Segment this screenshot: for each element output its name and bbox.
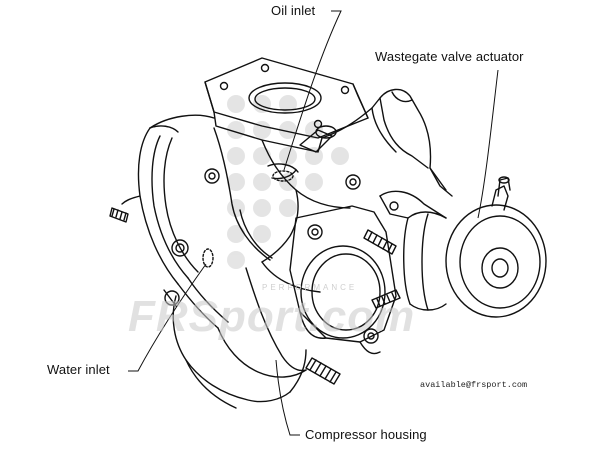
- compressor-backplate: [121, 114, 229, 329]
- water-inlet-label: Water inlet: [47, 362, 110, 377]
- wastegate-actuator-label: Wastegate valve actuator: [375, 49, 524, 64]
- oil-inlet-label: Oil inlet: [271, 3, 316, 18]
- turbine-housing: [299, 88, 453, 197]
- compressor-housing-body: [172, 261, 321, 409]
- oil-inlet-port: [272, 170, 294, 182]
- callout-leaders: [128, 10, 499, 436]
- watermark-tagline: PERFORMANCE: [262, 283, 358, 292]
- compressor-outlet-flange: [289, 205, 397, 355]
- compressor-housing-leader: [275, 359, 300, 436]
- wastegate-leader: [477, 69, 499, 219]
- threaded-studs: [109, 168, 401, 385]
- oil-inlet-leader: [283, 10, 342, 171]
- water-inlet-port: [202, 248, 214, 268]
- water-inlet-leader: [128, 263, 207, 372]
- wastegate-actuator-canister: [379, 176, 547, 318]
- compressor-housing-label: Compressor housing: [305, 427, 427, 442]
- watermark-brand: FRSport.com: [128, 292, 416, 341]
- contact-email: available@frsport.com: [420, 380, 528, 390]
- center-housing: [213, 127, 361, 263]
